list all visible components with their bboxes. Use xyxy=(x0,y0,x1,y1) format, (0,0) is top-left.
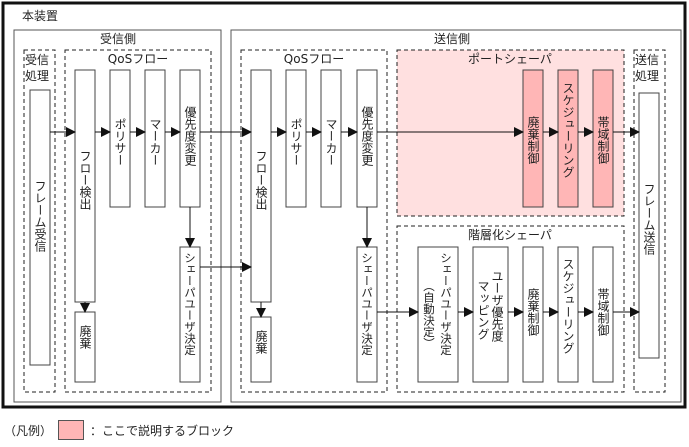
hierarchical-shaper-title: 階層化シェーパ xyxy=(468,227,552,242)
legend-swatch xyxy=(58,420,85,440)
port-scheduling-label: スケジューリング xyxy=(561,82,575,178)
hs-discard-control-label: 廃棄制御 xyxy=(526,287,540,336)
tx-priority-change-label: 優先度変更 xyxy=(360,106,374,166)
rx-marker-block xyxy=(144,69,166,208)
frame-receive-block xyxy=(29,89,51,366)
hs-auto-decision-label: （自動決定） xyxy=(422,280,436,349)
frame-receive-label: フレーム受信 xyxy=(33,180,47,253)
device-title: 本装置 xyxy=(22,9,58,23)
tx-shaper-user-decision-label: シェーパユーザ決定 xyxy=(360,252,374,356)
hs-bandwidth-control-label: 帯域制御 xyxy=(596,288,610,336)
send-side-title: 送信側 xyxy=(434,31,470,46)
port-bandwidth-control-label: 帯域制御 xyxy=(596,116,610,164)
tx-processing-frame xyxy=(633,49,666,393)
rx-priority-change-label: 優先度変更 xyxy=(183,106,197,166)
frame-send-block xyxy=(638,92,660,359)
hs-user-priority-mapping-block xyxy=(472,246,509,383)
hs-user-priority-mapping-line2: マッピング xyxy=(476,280,490,340)
tx-policer-label: ポリサー xyxy=(289,118,303,166)
hs-scheduling-label: スケジューリング xyxy=(561,258,575,354)
hs-shaper-user-decision-label: シェーパユーザ決定 xyxy=(439,252,453,356)
rx-processing-title-2: 処理 xyxy=(25,69,49,83)
receive-side-title: 受信側 xyxy=(100,32,136,46)
rx-discard-label: 廃棄 xyxy=(78,324,92,349)
port-discard-control-label: 廃棄制御 xyxy=(526,115,540,164)
legend: （凡例） ：ここで説明するブロック xyxy=(4,420,234,440)
rx-marker-label: マーカー xyxy=(148,118,162,166)
hs-user-priority-mapping-line1: ユーザ優先度 xyxy=(490,270,504,342)
rx-policer-block xyxy=(109,69,131,208)
flow-arrows xyxy=(50,127,640,318)
frame-send-label: フレーム送信 xyxy=(642,183,656,256)
tx-qos-flow-title: QoSフロー xyxy=(284,52,344,66)
rx-policer-label: ポリサー xyxy=(113,118,127,166)
port-shaper-frame xyxy=(396,49,625,217)
rx-qos-flow-frame xyxy=(64,49,212,393)
rx-flow-detect-label: フロー検出 xyxy=(78,150,92,210)
port-scheduling-block xyxy=(557,69,579,208)
tx-qos-flow-frame xyxy=(240,49,388,393)
tx-flow-detect-label: フロー検出 xyxy=(254,150,268,210)
tx-marker-label: マーカー xyxy=(324,118,338,166)
rx-processing-frame xyxy=(23,49,56,393)
legend-description: ：ここで説明するブロック xyxy=(90,423,235,438)
rx-processing-title-1: 受信 xyxy=(25,53,49,67)
hs-shaper-user-decision-block xyxy=(417,246,459,383)
tx-processing-title-2: 処理 xyxy=(635,69,659,83)
tx-discard-label: 廃棄 xyxy=(254,329,268,354)
port-shaper-title: ポートシェーパ xyxy=(468,52,552,66)
tx-marker-block xyxy=(320,69,342,208)
tx-policer-block xyxy=(285,69,307,208)
port-bandwidth-control-block xyxy=(592,69,614,208)
rx-qos-flow-title: QoSフロー xyxy=(108,52,168,66)
port-discard-control-block xyxy=(522,69,544,208)
hierarchical-shaper-frame xyxy=(396,225,625,393)
legend-prefix: （凡例） xyxy=(4,423,53,438)
tx-processing-title-1: 送信 xyxy=(635,52,659,67)
rx-shaper-user-decision-label: シェーパユーザ決定 xyxy=(183,252,197,356)
